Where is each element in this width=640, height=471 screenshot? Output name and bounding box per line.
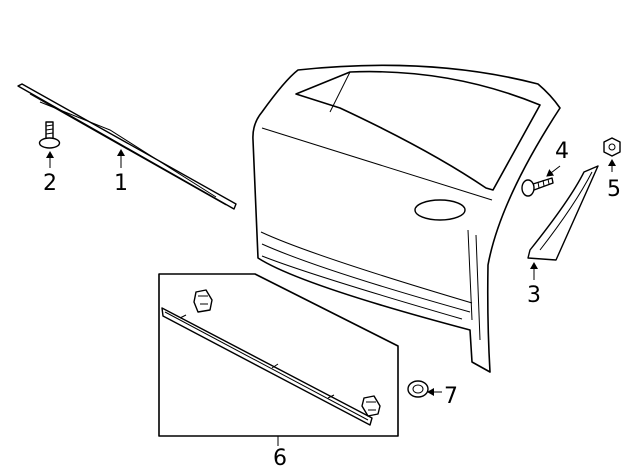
callout-labels: 1 2 3 4 5 6 7 <box>43 139 621 471</box>
belt-moulding-part <box>17 83 237 210</box>
nut-part <box>603 137 621 157</box>
rocker-moulding-group <box>158 273 399 437</box>
callout-7: 7 <box>444 384 458 409</box>
door-shell <box>252 64 561 373</box>
retainer-clip-left <box>193 289 213 313</box>
leader-4 <box>546 165 561 177</box>
screw-part <box>38 121 61 149</box>
callout-1: 1 <box>114 171 128 196</box>
callout-6: 6 <box>273 446 287 471</box>
applique-part <box>527 165 599 261</box>
callout-4: 4 <box>555 139 569 164</box>
leader-lines <box>46 149 616 446</box>
bolt-part <box>521 177 554 197</box>
callout-2: 2 <box>43 171 57 196</box>
retainer-clip-right <box>361 395 381 417</box>
callout-3: 3 <box>527 283 541 308</box>
callout-5: 5 <box>607 177 621 202</box>
grommet-part <box>407 380 429 398</box>
